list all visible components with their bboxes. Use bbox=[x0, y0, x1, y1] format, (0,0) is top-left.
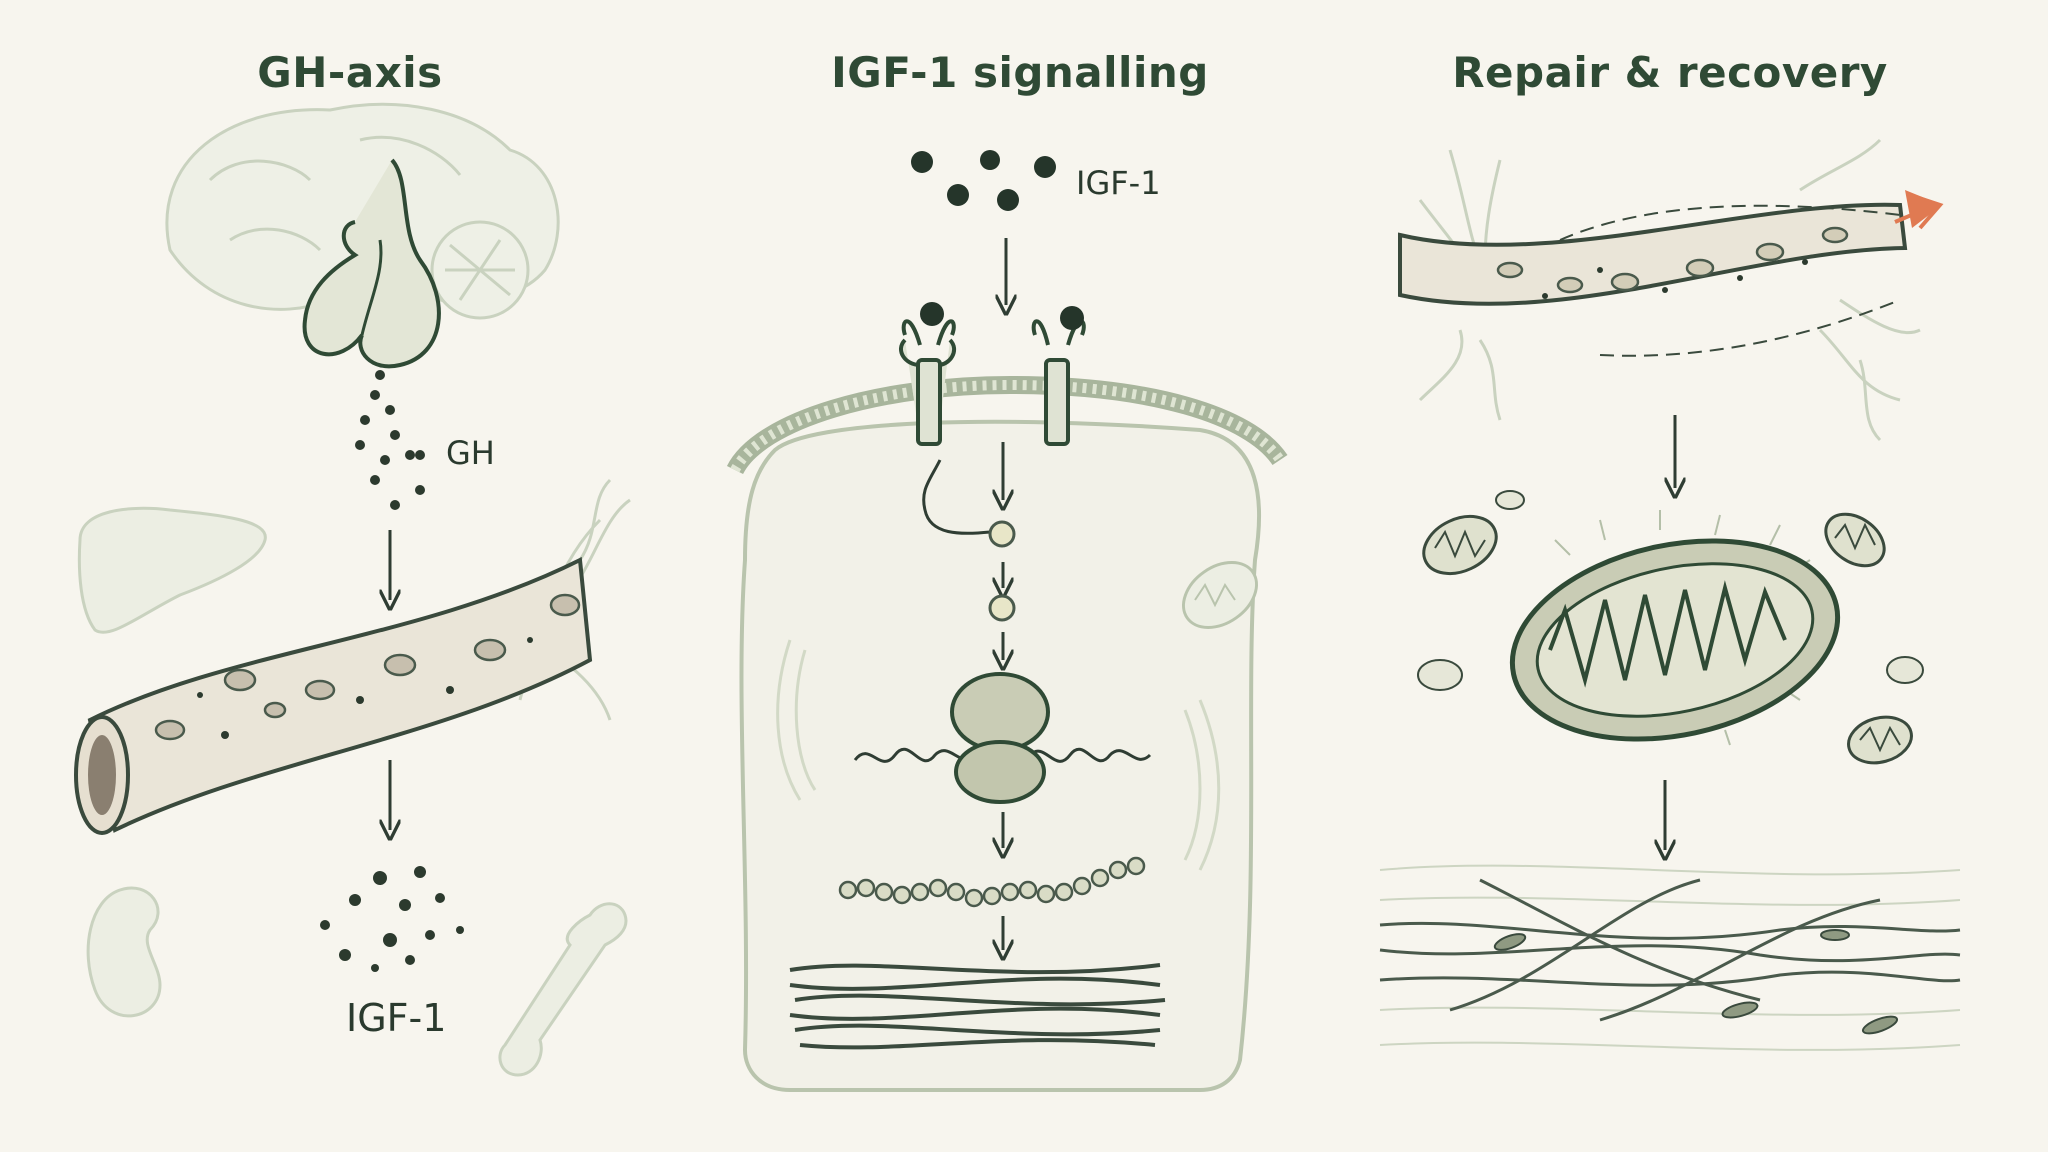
igf1-bound-right bbox=[1060, 306, 1084, 330]
panel-repair-recovery bbox=[1380, 140, 1960, 1050]
igf1-particles bbox=[320, 866, 464, 972]
liver-illustration bbox=[79, 508, 265, 632]
panel-igf1-signalling bbox=[735, 150, 1280, 1090]
bone-illustration bbox=[500, 904, 626, 1075]
igf1-ligands bbox=[911, 150, 1056, 211]
label-igf1-output: IGF-1 bbox=[346, 996, 446, 1040]
panel-title-repair-recovery: Repair & recovery bbox=[1440, 48, 1900, 97]
signal-molecule-1 bbox=[990, 522, 1014, 546]
ribosome bbox=[952, 674, 1048, 802]
signal-molecule-2 bbox=[990, 596, 1014, 620]
panel-title-gh-axis: GH-axis bbox=[200, 48, 500, 97]
panel-gh-axis bbox=[76, 104, 630, 1075]
mitochondrion-large bbox=[1494, 513, 1856, 767]
panel-title-igf1-signalling: IGF-1 signalling bbox=[820, 48, 1220, 97]
repaired-muscle-tissue bbox=[1380, 866, 1960, 1050]
label-gh: GH bbox=[446, 434, 495, 472]
label-igf1-ligand: IGF-1 bbox=[1076, 164, 1161, 202]
kidney-illustration bbox=[88, 888, 160, 1016]
gh-particles bbox=[355, 370, 425, 510]
igf1-bound-left bbox=[920, 302, 944, 326]
vessel-regenerating bbox=[1400, 205, 1905, 356]
